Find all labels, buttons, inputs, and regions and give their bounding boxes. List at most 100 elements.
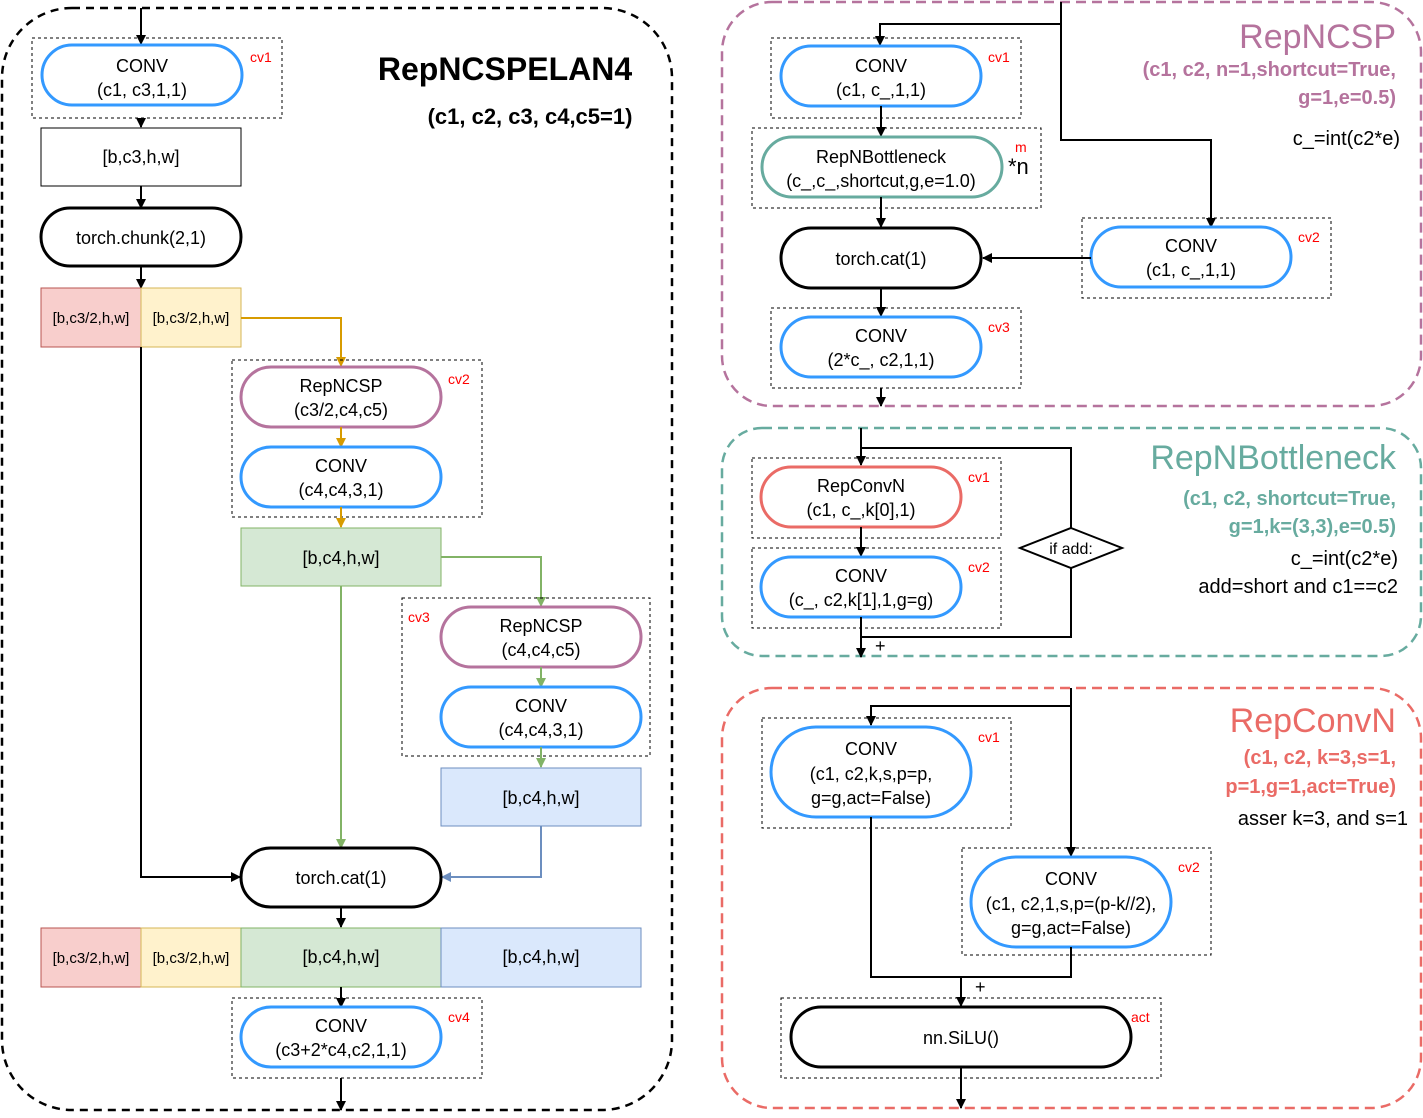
elan-cat-label: torch.cat(1) xyxy=(295,868,386,888)
elan-split-a xyxy=(40,287,142,348)
repncsp-m-name: RepNBottleneck xyxy=(816,147,947,167)
repncsp-cv3-args: (2*c_, c2,1,1) xyxy=(827,350,934,371)
repncsp-m-args: (c_,c_,shortcut,g,e=1.0) xyxy=(786,171,976,192)
elan-cv1-node xyxy=(40,43,244,107)
repconvn-cv2-frame xyxy=(961,847,1212,956)
elan-cv1-tag: cv1 xyxy=(250,49,272,65)
elan-cv2-rep-args: (c3/2,c4,c5) xyxy=(294,400,388,420)
repconvn-cv2-name: CONV xyxy=(1045,869,1097,889)
elan-title: RepNCSPELAN4 xyxy=(378,51,632,87)
elan-cv1-frame xyxy=(31,37,283,119)
repconvn-cv2-tag: cv2 xyxy=(1178,859,1200,875)
repncsp-cv1-frame xyxy=(770,37,1022,119)
repnbottleneck-note-1: c_=int(c2*e) xyxy=(1291,548,1398,570)
repnbottleneck-title: RepNBottleneck xyxy=(1150,439,1397,477)
elan-cv3-tag: cv3 xyxy=(408,609,430,625)
repnbottleneck-params-1: (c1, c2, shortcut=True, xyxy=(1183,488,1396,510)
repnbottleneck-cond-label: if add: xyxy=(1049,541,1093,558)
repnbottleneck-cv1-tag: cv1 xyxy=(968,469,990,485)
repncsp-cv3-tag: cv3 xyxy=(988,319,1010,335)
repnbottleneck-note-2: add=short and c1==c2 xyxy=(1198,576,1398,598)
elan-cv3-rep-name: RepNCSP xyxy=(499,616,582,636)
repncsp-params-1: (c1, c2, n=1,shortcut=True, xyxy=(1143,59,1396,81)
repnbottleneck-skip-bottom xyxy=(861,568,1072,638)
repconvn-params-1: (c1, c2, k=3,s=1, xyxy=(1244,747,1396,769)
repnbottleneck-cv2-name: CONV xyxy=(835,566,887,586)
repconvn-note: asser k=3, and s=1 xyxy=(1238,808,1408,830)
repncsp-cv3-frame xyxy=(770,307,1022,389)
repncsp-cv1-args: (c1, c_,1,1) xyxy=(836,80,926,101)
elan-cv1-name: CONV xyxy=(116,56,168,76)
elan-params: (c1, c2, c3, c4,c5=1) xyxy=(428,104,633,129)
repncsp-params-2: g=1,e=0.5) xyxy=(1298,87,1396,109)
repconvn-act-label: nn.SiLU() xyxy=(923,1028,999,1048)
repncsp-panel: RepNCSP (c1, c2, n=1,shortcut=True, g=1,… xyxy=(720,0,1423,408)
elan-t3-box xyxy=(440,767,642,827)
elan-concat-0 xyxy=(40,927,142,988)
repconvn-cv1-tag: cv1 xyxy=(978,729,1000,745)
elan-panel: RepNCSPELAN4 (c1, c2, c3, c4,c5=1) cv1 C… xyxy=(0,6,674,1112)
repnbottleneck-cv1-args: (c1, c_,k[0],1) xyxy=(806,500,915,521)
repnbottleneck-cond-diamond xyxy=(1017,526,1125,570)
elan-split-b xyxy=(140,287,242,348)
repnbottleneck-cv1-name: RepConvN xyxy=(817,476,905,496)
repncsp-cv2-name: CONV xyxy=(1165,236,1217,256)
repnbottleneck-cv1-frame xyxy=(751,457,1002,539)
elan-cv2-conv-args: (c4,c4,3,1) xyxy=(298,480,383,500)
elan-split-a-label: [b,c3/2,h,w] xyxy=(53,310,130,327)
repncsp-cv3-node xyxy=(779,315,983,379)
elan-split-b-label: [b,c3/2,h,w] xyxy=(153,310,230,327)
repnbottleneck-cv2-frame xyxy=(751,547,1002,629)
elan-cv2-rep-name: RepNCSP xyxy=(299,376,382,396)
arrow-split-a-to-cat xyxy=(140,347,241,882)
repnbottleneck-plus: + xyxy=(875,636,886,656)
repconvn-merge-line xyxy=(870,817,1072,978)
arrow-in-to-repconvn-cv1 xyxy=(866,705,1071,726)
arrow-t2-to-cv3 xyxy=(441,556,546,607)
elan-t1-label: [b,c3,h,w] xyxy=(102,147,179,167)
elan-cv3-frame xyxy=(401,597,651,757)
elan-cv4-tag: cv4 xyxy=(448,1009,470,1025)
arrow-t3-to-cat xyxy=(441,826,542,882)
arrow-split-b-to-cv2 xyxy=(241,317,346,367)
elan-chunk-label: torch.chunk(2,1) xyxy=(76,228,206,248)
repnbottleneck-cv2-tag: cv2 xyxy=(968,559,990,575)
repconvn-plus: + xyxy=(975,977,986,997)
elan-cv4-name: CONV xyxy=(315,1016,367,1036)
elan-concat-3 xyxy=(440,927,642,988)
elan-cv4-args: (c3+2*c4,c2,1,1) xyxy=(275,1040,407,1060)
arrow-in-to-cv1 xyxy=(875,23,1061,46)
repnbottleneck-cv2-args: (c_, c2,k[1],1,g=g) xyxy=(789,590,934,611)
repncsp-title: RepNCSP xyxy=(1239,18,1396,56)
elan-t2-label: [b,c4,h,w] xyxy=(302,548,379,568)
arrow-in-to-cv2 xyxy=(1060,24,1216,228)
repnbottleneck-skip-top xyxy=(861,447,1072,528)
elan-cv3-rep-args: (c4,c4,c5) xyxy=(501,640,580,660)
elan-concat-2-label: [b,c4,h,w] xyxy=(302,947,379,967)
repconvn-cv1-frame xyxy=(761,717,1012,829)
repconvn-border xyxy=(720,686,1423,1110)
repconvn-params-2: p=1,g=1,act=True) xyxy=(1225,776,1396,798)
repncsp-cv2-tag: cv2 xyxy=(1298,229,1320,245)
repconvn-cv2-args-2: g=g,act=False) xyxy=(1011,918,1131,938)
repncsp-cat-label: torch.cat(1) xyxy=(835,249,926,269)
elan-cv2-conv-name: CONV xyxy=(315,456,367,476)
elan-cv3-conv-args: (c4,c4,3,1) xyxy=(498,720,583,740)
elan-cv2-tag: cv2 xyxy=(448,371,470,387)
repconvn-title: RepConvN xyxy=(1230,702,1396,740)
repconvn-cv1-args-2: g=g,act=False) xyxy=(811,788,931,808)
elan-cv4-node xyxy=(239,1005,443,1069)
repnbottleneck-params-2: g=1,k=(3,3),e=0.5) xyxy=(1229,516,1396,538)
elan-concat-0-label: [b,c3/2,h,w] xyxy=(53,950,130,967)
repncsp-cv1-name: CONV xyxy=(855,56,907,76)
repconvn-panel: RepConvN (c1, c2, k=3,s=1, p=1,g=1,act=T… xyxy=(720,686,1423,1110)
repnbottleneck-panel: RepNBottleneck (c1, c2, shortcut=True, g… xyxy=(720,426,1423,658)
repconvn-act-tag: act xyxy=(1131,1009,1150,1025)
repncsp-cv3-name: CONV xyxy=(855,326,907,346)
repncsp-note: c_=int(c2*e) xyxy=(1293,128,1400,150)
elan-concat-1 xyxy=(140,927,242,988)
repncsp-m-tag: m xyxy=(1015,139,1027,155)
repncsp-cv1-tag: cv1 xyxy=(988,49,1010,65)
repncsp-m-frame xyxy=(751,127,1042,209)
